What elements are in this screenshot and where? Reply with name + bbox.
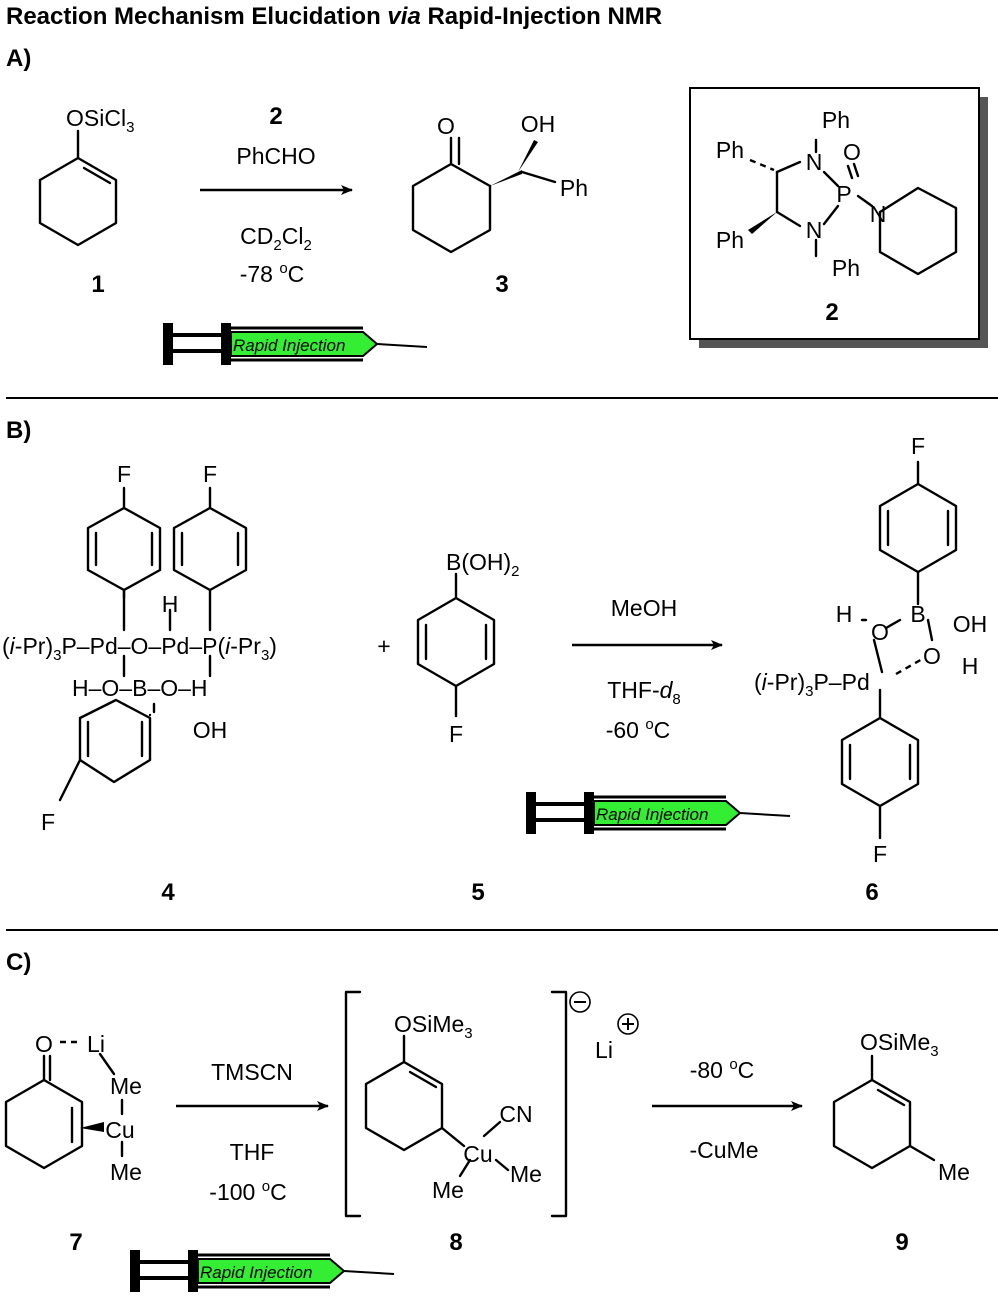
temperature-c2: -80 oC <box>690 1056 755 1083</box>
compound-7-me-bottom: Me <box>110 1159 142 1185</box>
compound-6-f-bottom: F <box>873 841 887 867</box>
compound-7-number: 7 <box>69 1229 82 1256</box>
compound-1-group: OSiCl3 <box>66 105 134 136</box>
compound-8-bracket <box>344 990 568 1218</box>
reagent-aldehyde: PhCHO <box>236 143 315 169</box>
compound-9-me: Me <box>938 1159 970 1185</box>
compound-7-structure <box>4 1040 124 1170</box>
compound-1-number: 1 <box>91 271 104 298</box>
compound-8-structure <box>364 1034 510 1178</box>
catalyst-p: P <box>836 181 851 207</box>
syringe-b: Rapid Injection <box>524 790 792 836</box>
compound-4-bridge-h: H <box>162 591 179 617</box>
catalyst-ph-left-top: Ph <box>716 137 744 163</box>
compound-6-o2: O <box>923 643 941 669</box>
reagent-catalyst-number: 2 <box>269 103 282 130</box>
compound-7-cu: Cu <box>105 1117 134 1143</box>
temperature-b: -60 oC <box>606 716 671 743</box>
compound-6-oh: OH <box>953 611 988 637</box>
compound-4-structure <box>58 486 248 802</box>
compound-6-f-top: F <box>911 433 925 459</box>
catalyst-n-top: N <box>806 149 823 175</box>
compound-9-group: OSiMe3 <box>860 1029 939 1060</box>
catalyst-o: O <box>843 139 861 165</box>
minus-charge <box>569 991 591 1013</box>
compound-6-h2: H <box>962 653 979 679</box>
compound-3-number: 3 <box>495 271 508 298</box>
byproduct-c2: -CuMe <box>689 1137 758 1163</box>
solvent-a: CD2Cl2 <box>240 223 312 254</box>
syringe-b-label: Rapid Injection <box>596 805 708 824</box>
compound-1-structure <box>38 129 118 247</box>
catalyst-ph-bottom: Ph <box>832 255 860 281</box>
compound-4-boron-row: H–O–B–O–H <box>72 675 208 701</box>
section-a-label: A) <box>6 45 31 72</box>
solvent-b: THF-d8 <box>607 677 681 708</box>
section-b-label: B) <box>6 417 31 444</box>
catalyst-n-bottom: N <box>806 217 823 243</box>
solvent-c: THF <box>230 1139 275 1165</box>
compound-4-f-left: F <box>117 461 131 487</box>
compound-8-me-left: Me <box>432 1177 464 1203</box>
compound-4-f-right: F <box>203 461 217 487</box>
compound-4-pd-row: (i-Pr)3P–Pd–O–Pd–P(i-Pr3) <box>2 633 277 664</box>
compound-9-structure <box>832 1054 936 1170</box>
compound-6-h: H <box>836 601 853 627</box>
catalyst-box <box>689 87 980 340</box>
compound-3-structure <box>411 136 557 254</box>
catalyst-ph-top: Ph <box>822 107 850 133</box>
catalyst-2-structure <box>748 138 958 276</box>
compound-7-o: O <box>35 1031 53 1057</box>
compound-7-me-top: Me <box>110 1073 142 1099</box>
compound-7-li: Li <box>87 1031 105 1057</box>
compound-6-b: B <box>910 601 925 627</box>
compound-8-cn: CN <box>499 1101 532 1127</box>
syringe-a: Rapid Injection <box>161 321 429 367</box>
compound-5-structure <box>416 572 496 718</box>
compound-6-number: 6 <box>865 879 878 906</box>
compound-5-boronic: B(OH)2 <box>446 549 520 580</box>
compound-6-structure <box>840 460 958 840</box>
compound-8-cu: Cu <box>463 1141 492 1167</box>
catalyst-number: 2 <box>825 299 838 326</box>
syringe-c: Rapid Injection <box>128 1248 396 1294</box>
compound-6-pd-ligand: (i-Pr)3P–Pd <box>754 669 870 700</box>
compound-3-ketone-o: O <box>437 113 455 139</box>
compound-5-f: F <box>449 721 463 747</box>
syringe-a-label: Rapid Injection <box>233 336 345 355</box>
plus-sign: + <box>377 633 390 659</box>
catalyst-n-pip: N <box>870 201 887 227</box>
compound-4-f-bottom: F <box>41 809 55 835</box>
compound-8-me-right: Me <box>510 1161 542 1187</box>
compound-3-phenyl: Ph <box>560 175 588 201</box>
compound-8-group: OSiMe3 <box>394 1011 473 1042</box>
figure-title: Reaction Mechanism Elucidation via Rapid… <box>6 3 662 30</box>
compound-8-number: 8 <box>449 1229 462 1256</box>
compound-6-o1: O <box>871 619 889 645</box>
compound-3-hydroxyl: OH <box>521 111 556 137</box>
syringe-c-label: Rapid Injection <box>200 1263 312 1282</box>
compound-4-number: 4 <box>161 879 175 906</box>
compound-5-number: 5 <box>471 879 484 906</box>
reagent-c: TMSCN <box>211 1059 293 1085</box>
compound-9-number: 9 <box>895 1229 908 1256</box>
temperature-c: -100 oC <box>209 1178 286 1205</box>
compound-4-b-oh: OH <box>193 717 228 743</box>
temperature-a: -78 oC <box>240 260 305 287</box>
reagent-b: MeOH <box>611 595 677 621</box>
lithium-counterion: Li <box>595 1037 613 1063</box>
catalyst-ph-left-bottom: Ph <box>716 227 744 253</box>
plus-charge <box>617 1013 639 1035</box>
section-c-label: C) <box>6 949 31 976</box>
